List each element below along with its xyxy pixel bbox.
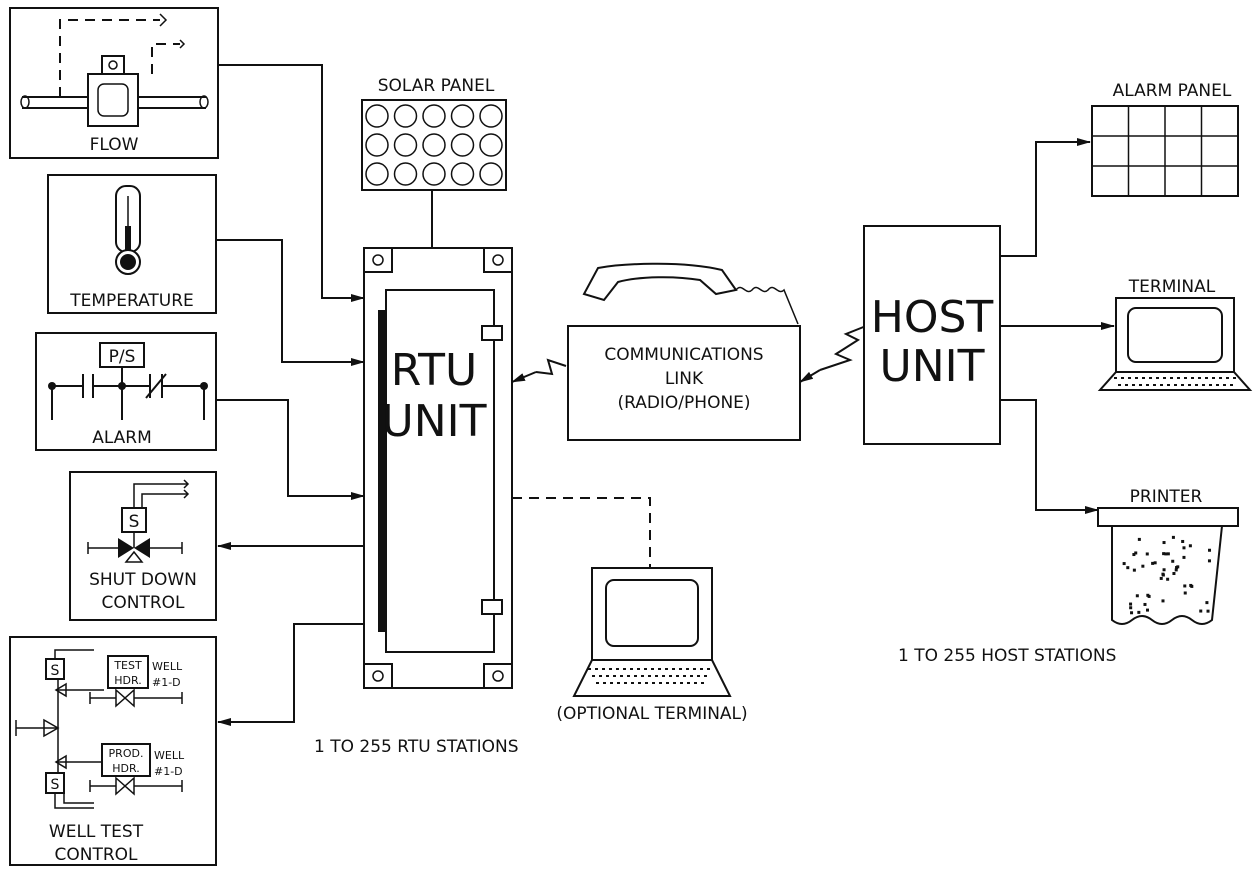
svg-text:P/S: P/S: [109, 347, 136, 367]
alarm-panel-label: ALARM PANEL: [1113, 81, 1232, 101]
svg-text:TEST: TEST: [113, 659, 142, 672]
alarm-panel-grid: [1092, 106, 1238, 196]
svg-text:PROD.: PROD.: [109, 747, 144, 760]
flow-sensor-box: FLOW: [9, 7, 219, 159]
svg-text:(RADIO/PHONE): (RADIO/PHONE): [617, 393, 750, 413]
flow-label: FLOW: [90, 135, 139, 155]
host-stations-caption: 1 TO 255 HOST STATIONS: [898, 646, 1116, 666]
terminal-label: TERMINAL: [1128, 277, 1216, 297]
well-test-control-box: S S TEST HDR. PROD. HDR. WELL #1-D WELL …: [9, 636, 217, 866]
svg-text:COMMUNICATIONS: COMMUNICATIONS: [604, 345, 763, 365]
solar-cells: [365, 104, 503, 186]
solar-cell: [365, 104, 389, 128]
solar-cell: [479, 162, 503, 186]
printer: PRINTER: [1097, 487, 1239, 625]
rtu-connections: [216, 64, 651, 726]
solar-cell: [422, 162, 446, 186]
solar-cell: [393, 162, 418, 186]
host-title-line1: HOST: [871, 292, 994, 343]
rtu-title-line2: UNIT: [382, 396, 487, 447]
svg-text:LINK: LINK: [665, 369, 704, 389]
flow-meter-icon: [87, 73, 139, 127]
solar-panel: SOLAR PANEL: [361, 76, 507, 270]
optional-terminal-label: (OPTIONAL TERMINAL): [556, 704, 747, 724]
svg-text:WELL: WELL: [152, 660, 183, 673]
svg-text:HDR.: HDR.: [114, 674, 142, 687]
shutdown-control-box: S SHUT DOWN CONTROL: [69, 471, 217, 621]
svg-text:CONTROL: CONTROL: [101, 593, 185, 613]
solar-cell: [450, 133, 475, 157]
solar-cell: [450, 104, 475, 128]
solar-cell: [393, 104, 418, 128]
alarm-panel: ALARM PANEL: [1091, 81, 1239, 197]
temperature-sensor-box: TEMPERATURE: [47, 174, 217, 314]
keyboard-icon: [572, 659, 732, 697]
host-terminal: TERMINAL: [1097, 277, 1253, 391]
host-connections: [1000, 138, 1115, 514]
svg-text:WELL: WELL: [154, 749, 185, 762]
svg-text:#1-D: #1-D: [154, 765, 183, 778]
svg-text:S: S: [51, 663, 60, 679]
svg-text:WELL TEST: WELL TEST: [49, 822, 144, 842]
host-title-line2: UNIT: [880, 341, 985, 392]
svg-text:S: S: [51, 777, 60, 793]
printer-icon: [1097, 507, 1239, 527]
radio-signal-icon: [819, 325, 867, 371]
solar-panel-label: SOLAR PANEL: [378, 76, 495, 96]
rtu-unit: RTU UNIT: [363, 247, 513, 689]
optional-terminal: (OPTIONAL TERMINAL): [556, 567, 748, 724]
solar-cell: [365, 162, 389, 186]
svg-text:HDR.: HDR.: [112, 762, 140, 775]
temperature-label: TEMPERATURE: [69, 291, 194, 311]
solar-cell: [393, 133, 418, 157]
svg-text:SHUT DOWN: SHUT DOWN: [89, 570, 197, 590]
solar-cell: [422, 133, 446, 157]
solar-cell: [365, 133, 389, 157]
solar-cell: [479, 104, 503, 128]
svg-text:#1-D: #1-D: [152, 676, 181, 689]
rtu-stations-caption: 1 TO 255 RTU STATIONS: [314, 737, 519, 757]
solar-cell: [450, 162, 475, 186]
communications-link: COMMUNICATIONS LINK (RADIO/PHONE): [511, 262, 867, 441]
solar-cell: [479, 133, 503, 157]
alarm-label: ALARM: [92, 428, 152, 448]
rtu-title-line1: RTU: [391, 345, 477, 396]
svg-text:S: S: [129, 512, 140, 532]
keyboard-icon: [1097, 371, 1253, 391]
telephone-handset-icon: [582, 262, 738, 302]
solar-cell: [422, 104, 446, 128]
host-unit: HOST UNIT: [863, 225, 1001, 445]
radio-signal-icon: [535, 358, 567, 376]
svg-text:CONTROL: CONTROL: [54, 845, 138, 865]
alarm-switch-box: P/S ALARM: [35, 332, 217, 451]
printer-label: PRINTER: [1130, 487, 1203, 507]
